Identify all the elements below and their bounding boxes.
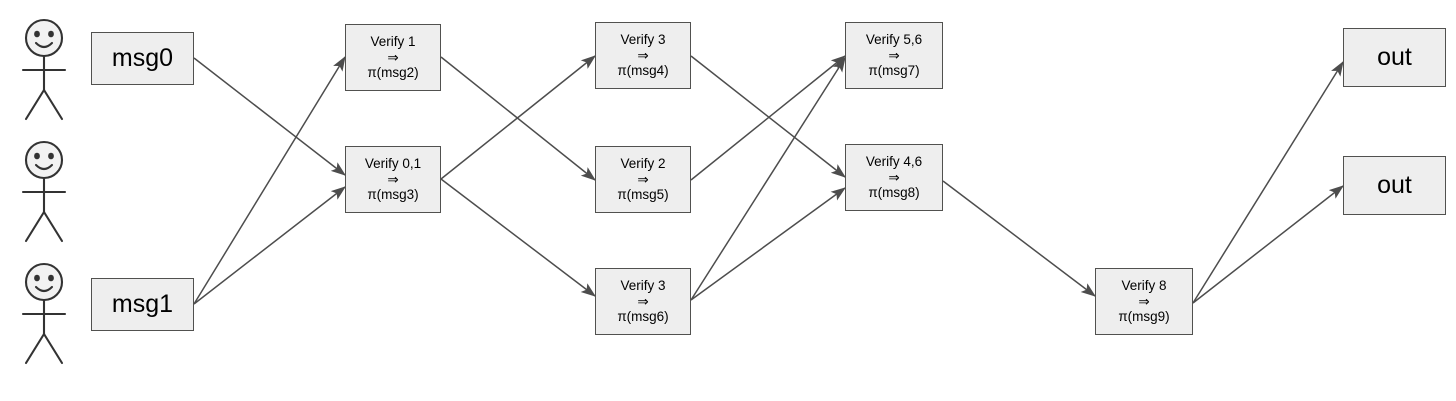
node-verify-2[interactable]: Verify 2⇒π(msg5) bbox=[595, 146, 691, 213]
node-verify-1-line-1: Verify 1 bbox=[370, 33, 416, 49]
node-verify-5-6-line-3: π(msg7) bbox=[868, 63, 920, 79]
node-verify-8[interactable]: Verify 8⇒π(msg9) bbox=[1095, 268, 1193, 335]
node-msg0[interactable]: msg0 bbox=[91, 32, 194, 85]
node-verify-2-line-3: π(msg5) bbox=[617, 187, 669, 203]
node-verify-8-line-3: π(msg9) bbox=[1118, 309, 1170, 325]
node-out-top[interactable]: out bbox=[1343, 28, 1446, 87]
edge-verify-4-6-to-verify-8 bbox=[942, 180, 1096, 297]
node-verify-4-6-line-1: Verify 4,6 bbox=[865, 153, 923, 169]
node-verify-4-6[interactable]: Verify 4,6⇒π(msg8) bbox=[845, 144, 943, 211]
edge-verify-0-1-to-verify-3b bbox=[440, 178, 596, 297]
edge-msg1-to-verify-0-1 bbox=[193, 186, 346, 305]
edge-verify-8-to-out-bottom bbox=[1192, 185, 1344, 304]
node-out-bottom-line-1: out bbox=[1377, 170, 1412, 199]
node-verify-1-line-3: π(msg2) bbox=[367, 65, 419, 81]
node-verify-5-6-line-2: ⇒ bbox=[888, 47, 900, 63]
actor-3 bbox=[21, 262, 67, 365]
node-verify-1[interactable]: Verify 1⇒π(msg2) bbox=[345, 24, 441, 91]
node-out-top-line-1: out bbox=[1377, 42, 1412, 71]
node-verify-4-6-line-2: ⇒ bbox=[888, 169, 900, 185]
edge-msg1-to-verify-1 bbox=[193, 55, 346, 305]
node-verify-3-b-line-3: π(msg6) bbox=[617, 309, 669, 325]
edge-verify-3b-to-verify-5-6 bbox=[690, 56, 846, 301]
node-verify-8-line-1: Verify 8 bbox=[1121, 277, 1167, 293]
actor-1 bbox=[21, 18, 67, 121]
node-verify-5-6[interactable]: Verify 5,6⇒π(msg7) bbox=[845, 22, 943, 89]
node-msg1-line-1: msg1 bbox=[111, 289, 174, 318]
node-verify-3-b-line-2: ⇒ bbox=[637, 293, 649, 309]
node-verify-0-1[interactable]: Verify 0,1⇒π(msg3) bbox=[345, 146, 441, 213]
node-verify-8-line-2: ⇒ bbox=[1138, 293, 1150, 309]
node-verify-3-a-line-1: Verify 3 bbox=[620, 31, 666, 47]
edge-verify-3a-to-verify-4-6 bbox=[690, 55, 846, 178]
node-verify-2-line-1: Verify 2 bbox=[620, 155, 666, 171]
node-verify-4-6-line-3: π(msg8) bbox=[868, 185, 920, 201]
node-verify-2-line-2: ⇒ bbox=[637, 171, 649, 187]
edge-verify-2-to-verify-5-6 bbox=[690, 55, 846, 181]
node-verify-1-line-2: ⇒ bbox=[387, 49, 399, 65]
node-verify-3-a-line-2: ⇒ bbox=[637, 47, 649, 63]
edge-verify-0-1-to-verify-3a bbox=[440, 55, 596, 180]
actor-2 bbox=[21, 140, 67, 243]
node-out-bottom[interactable]: out bbox=[1343, 156, 1446, 215]
node-verify-3-b[interactable]: Verify 3⇒π(msg6) bbox=[595, 268, 691, 335]
node-verify-3-a[interactable]: Verify 3⇒π(msg4) bbox=[595, 22, 691, 89]
node-verify-5-6-line-1: Verify 5,6 bbox=[865, 31, 923, 47]
node-verify-0-1-line-1: Verify 0,1 bbox=[364, 155, 422, 171]
node-msg1[interactable]: msg1 bbox=[91, 278, 194, 331]
node-verify-3-a-line-3: π(msg4) bbox=[617, 63, 669, 79]
node-msg0-line-1: msg0 bbox=[111, 43, 174, 72]
node-verify-0-1-line-3: π(msg3) bbox=[367, 187, 419, 203]
node-verify-3-b-line-1: Verify 3 bbox=[620, 277, 666, 293]
node-verify-0-1-line-2: ⇒ bbox=[387, 171, 399, 187]
edge-verify-3b-to-verify-4-6 bbox=[690, 187, 846, 301]
edge-msg0-to-verify-0-1 bbox=[193, 57, 346, 176]
edge-verify-1-to-verify-2 bbox=[440, 56, 596, 181]
edge-verify-8-to-out-top bbox=[1192, 60, 1344, 304]
